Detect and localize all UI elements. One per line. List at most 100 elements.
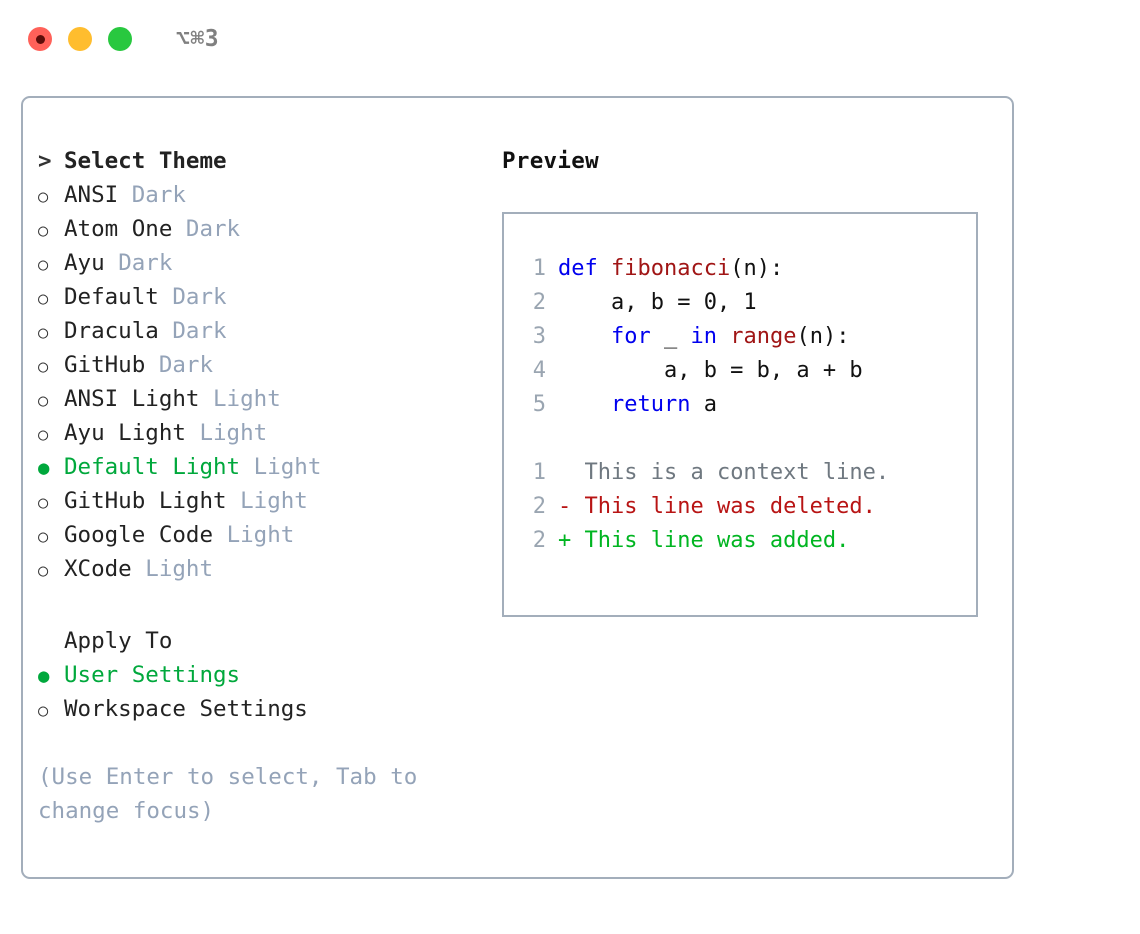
theme-name-label: Dracula	[64, 318, 159, 344]
code-token: a, b = b, a + b	[558, 358, 863, 383]
code-token: (n):	[796, 324, 850, 349]
apply-to-heading: Apply To	[38, 628, 478, 662]
code-token: return	[610, 392, 691, 417]
code-line-text: a, b = b, a + b	[558, 358, 863, 383]
minimize-button[interactable]	[68, 27, 92, 51]
radio-unselected-icon	[38, 216, 64, 242]
theme-category-label: Light	[213, 386, 281, 412]
radio-unselected-icon	[38, 420, 64, 446]
diff-line-text: - This line was deleted.	[558, 494, 876, 519]
theme-name-label: ANSI	[64, 182, 119, 208]
code-line-number: 5	[532, 392, 546, 417]
theme-category-label: Dark	[172, 284, 227, 310]
radio-unselected-icon	[38, 318, 64, 344]
theme-category-label: Dark	[185, 216, 241, 242]
diff-sample: 1 This is a context line.2- This line wa…	[516, 460, 976, 562]
radio-selected-icon	[38, 662, 64, 688]
code-line-number: 1	[532, 256, 546, 281]
caret-icon	[38, 148, 64, 174]
theme-list-item[interactable]: GitHub Dark	[38, 352, 478, 386]
code-line: 4 a, b = b, a + b	[516, 358, 976, 392]
theme-name-label: Ayu	[64, 250, 105, 276]
keyboard-hint-text: (Use Enter to select, Tab to change focu…	[38, 764, 418, 824]
apply-to-item[interactable]: Workspace Settings	[38, 696, 478, 730]
theme-name-label: GitHub Light	[64, 488, 227, 514]
apply-to-item-label: Workspace Settings	[64, 696, 308, 722]
main-panel: Select Theme ANSI DarkAtom One DarkAyu D…	[21, 96, 1014, 879]
code-token: for	[610, 324, 651, 349]
radio-unselected-icon	[38, 182, 64, 208]
section-spacer	[38, 590, 478, 628]
theme-category-label: Light	[226, 522, 295, 548]
code-token: fibonacci	[610, 256, 731, 281]
close-inner-dot	[35, 34, 45, 44]
radio-unselected-icon	[38, 250, 64, 276]
apply-to-item[interactable]: User Settings	[38, 662, 478, 696]
diff-line: 2- This line was deleted.	[516, 494, 976, 528]
code-token: _	[650, 324, 691, 349]
radio-unselected-icon	[38, 386, 64, 412]
radio-unselected-icon	[38, 522, 64, 548]
code-token	[717, 324, 730, 349]
code-token: in	[690, 324, 717, 349]
theme-list-item[interactable]: Atom One Dark	[38, 216, 478, 250]
theme-category-label: Dark	[158, 352, 214, 378]
code-line-text: for _ in range(n):	[558, 324, 849, 349]
theme-list-item[interactable]: Ayu Light Light	[38, 420, 478, 454]
theme-list-item[interactable]: Default Light Light	[38, 454, 478, 488]
diff-marker	[558, 460, 571, 485]
code-line: 5 return a	[516, 392, 976, 426]
theme-list-item[interactable]: ANSI Dark	[38, 182, 478, 216]
theme-list: ANSI DarkAtom One DarkAyu DarkDefault Da…	[38, 182, 478, 590]
theme-list-item[interactable]: GitHub Light Light	[38, 488, 478, 522]
maximize-button[interactable]	[108, 27, 132, 51]
theme-name-label: Atom One	[64, 216, 173, 242]
code-token: range	[730, 324, 797, 349]
window-titlebar: ⌥⌘3	[0, 0, 1140, 78]
theme-category-label: Dark	[172, 318, 227, 344]
radio-unselected-icon	[38, 352, 64, 378]
theme-name-label: Default	[64, 284, 159, 310]
theme-list-item[interactable]: Ayu Dark	[38, 250, 478, 284]
code-line-number: 3	[532, 324, 546, 349]
theme-name-label: Ayu Light	[64, 420, 186, 446]
code-line: 3 for _ in range(n):	[516, 324, 976, 358]
code-token	[558, 324, 611, 349]
theme-list-item[interactable]: Dracula Dark	[38, 318, 478, 352]
theme-list-item[interactable]: Google Code Light	[38, 522, 478, 556]
theme-list-item[interactable]: ANSI Light Light	[38, 386, 478, 420]
theme-name-label: Google Code	[64, 522, 214, 548]
theme-list-item[interactable]: Default Dark	[38, 284, 478, 318]
apply-to-item-label: User Settings	[64, 662, 241, 688]
theme-category-label: Light	[253, 454, 322, 480]
diff-line-number: 1	[532, 460, 546, 485]
diff-marker: -	[558, 494, 572, 519]
diff-line: 2 + This line was added.	[516, 528, 976, 562]
code-token	[558, 392, 611, 417]
theme-picker-column: Select Theme ANSI DarkAtom One DarkAyu D…	[38, 148, 478, 828]
theme-category-label: Dark	[131, 182, 186, 208]
select-theme-heading-label: Select Theme	[64, 148, 227, 174]
radio-unselected-icon	[38, 696, 64, 722]
keyboard-shortcut-label: ⌥⌘3	[176, 26, 220, 52]
diff-line-text: This is a context line.	[558, 460, 889, 485]
code-line-text: a, b = 0, 1	[558, 290, 757, 315]
theme-category-label: Light	[240, 488, 308, 514]
theme-name-label: Default Light	[64, 454, 241, 480]
close-button[interactable]	[28, 27, 52, 51]
apply-to-list: User SettingsWorkspace Settings	[38, 662, 478, 730]
diff-line-content: This line was deleted.	[571, 494, 876, 519]
preview-title: Preview	[502, 148, 599, 174]
radio-unselected-icon	[38, 488, 64, 514]
diff-line-content: This line was added.	[571, 528, 850, 553]
diff-spacer	[516, 426, 976, 460]
diff-line-content: This is a context line.	[571, 460, 890, 485]
theme-list-item[interactable]: XCode Light	[38, 556, 478, 590]
diff-marker: +	[558, 528, 572, 553]
preview-column: Preview 1 def fibonacci (n): 2 a, b = 0, 1 3…	[502, 148, 992, 617]
code-line-number: 4	[532, 358, 546, 383]
diff-line-number: 2	[532, 528, 546, 553]
code-token: def	[558, 256, 611, 281]
